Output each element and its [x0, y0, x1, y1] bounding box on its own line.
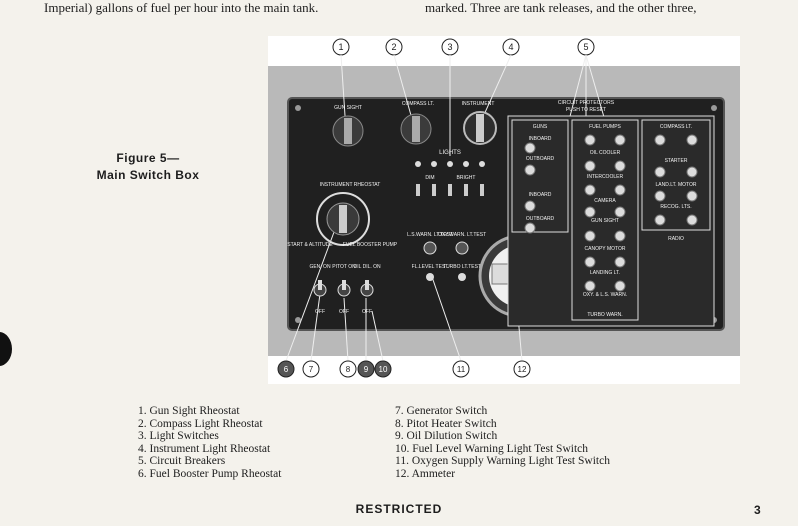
- callout-5: 5: [583, 42, 588, 52]
- legend-item: 11. Oxygen Supply Warning Light Test Swi…: [395, 455, 610, 467]
- label-dim: DIM: [425, 175, 434, 181]
- legend-item: 8. Pitot Heater Switch: [395, 417, 497, 430]
- label-intercooler: INTERCOOLER: [587, 174, 624, 180]
- legend-item: 5. Circuit Breakers: [138, 455, 226, 467]
- callout-9: 9: [364, 365, 369, 374]
- label-l-s-warn: L.S.WARN. LT.TEST: [407, 232, 453, 238]
- circuit-breaker-buttons: [524, 134, 698, 292]
- label-inboard: INBOARD: [529, 192, 552, 198]
- compass-light-rheostat: [400, 113, 432, 145]
- callout-3: 3: [447, 42, 452, 52]
- figure-number: Figure 5—: [116, 151, 180, 165]
- label-compass-lt: COMPASS LT.: [402, 101, 434, 107]
- label-gen-on: GEN. ON: [309, 264, 331, 270]
- label-fl-level: FL.LEVEL TEST: [412, 264, 449, 270]
- figure-caption: Figure 5— Main Switch Box: [88, 150, 208, 184]
- gun-sight-rheostat: [332, 115, 364, 147]
- label-inboard: INBOARD: [529, 136, 552, 142]
- label-land-lt-motor: LAND.LT. MOTOR: [656, 182, 697, 188]
- body-text-top-left: Imperial) gallons of fuel per hour into …: [44, 0, 319, 15]
- label-off: OFF: [315, 309, 325, 315]
- callout-7: 7: [309, 365, 314, 374]
- label-fuel-pumps: FUEL PUMPS: [589, 124, 621, 130]
- label-gun-sight: GUN SIGHT: [334, 105, 362, 111]
- legend-item: 6. Fuel Booster Pump Rheostat: [138, 467, 282, 480]
- label-turbo: TURBO LT.TEST: [443, 264, 481, 270]
- leader-lines: [285, 54, 607, 362]
- figure-title: Main Switch Box: [96, 168, 200, 182]
- callout-8: 8: [346, 365, 351, 374]
- screw: [295, 105, 301, 111]
- label-inst-rheostat: INSTRUMENT RHEOSTAT: [320, 182, 381, 188]
- label-canopy-motor: CANOPY MOTOR: [585, 246, 626, 252]
- callout-2: 2: [391, 42, 396, 52]
- callout-6: 6: [284, 365, 289, 374]
- body-text-top-right: marked. Three are tank releases, and the…: [425, 0, 697, 15]
- label-instrument: INSTRUMENT: [462, 101, 495, 107]
- binder-hole: [0, 332, 12, 366]
- legend-item: 12. Ammeter: [395, 467, 456, 480]
- label-circuit-protectors: CIRCUIT PROTECTORS: [558, 100, 615, 106]
- instrument-light-rheostat: [463, 111, 497, 145]
- legend-item: 4. Instrument Light Rheostat: [138, 442, 271, 455]
- callout-10: 10: [379, 365, 388, 374]
- label-oxy-warn-2: OXY. & L.S. WARN.: [583, 292, 627, 298]
- label-bright: BRIGHT: [457, 175, 476, 181]
- label-oil-cooler: OIL COOLER: [590, 150, 621, 156]
- legend-item: 3. Light Switches: [138, 430, 219, 442]
- callout-1: 1: [338, 42, 343, 52]
- label-gun-sight-2: GUN SIGHT: [591, 218, 619, 224]
- callouts-top: 1 2 3 4 5: [332, 38, 595, 56]
- legend-item: 10. Fuel Level Warning Light Test Switch: [395, 442, 589, 455]
- label-landing-lt: LANDING LT.: [590, 270, 620, 276]
- label-starter: STARTER: [665, 158, 688, 164]
- callout-12: 12: [518, 365, 527, 374]
- light-switches: [415, 161, 485, 196]
- label-pitot-on: PITOT ON: [332, 264, 356, 270]
- label-guns: GUNS: [533, 124, 548, 130]
- legend-item: 2. Compass Light Rheostat: [138, 417, 263, 430]
- label-outboard: OUTBOARD: [526, 216, 555, 222]
- label-push-to-reset: PUSH TO RESET: [566, 107, 606, 113]
- label-off: OFF: [362, 309, 372, 315]
- legend-item: 1. Gun Sight Rheostat: [138, 405, 240, 417]
- label-camera: CAMERA: [594, 198, 616, 204]
- label-oil-dil: OIL DIL. ON: [353, 264, 381, 270]
- legend-right: 7. Generator Switch 8. Pitot Heater Swit…: [395, 405, 610, 480]
- callout-11: 11: [457, 365, 466, 374]
- label-start-altitude: START & ALTITUDE: [287, 242, 333, 248]
- callouts-bottom: 6 7 8 9 10 11 12: [277, 360, 531, 378]
- legend-item: 9. Oil Dilution Switch: [395, 430, 498, 442]
- label-oxy-warn: OXY.WARN. LT.TEST: [438, 232, 486, 238]
- warning-light-test-switches: [423, 241, 469, 281]
- legend-item: 7. Generator Switch: [395, 405, 488, 417]
- screw: [295, 317, 301, 323]
- label-lights: LIGHTS: [439, 150, 461, 156]
- label-fuel-booster: FUEL BOOSTER PUMP: [343, 242, 398, 248]
- fuel-booster-pump-rheostat: [316, 192, 370, 246]
- callout-4: 4: [508, 42, 513, 52]
- switch-box-photo: 1 2 3 4 5: [268, 36, 740, 384]
- label-radio: RADIO: [668, 236, 684, 242]
- circuit-breaker-panel: [507, 115, 715, 327]
- label-compass-lt-2: COMPASS LT.: [660, 124, 692, 130]
- legend-left: 1. Gun Sight Rheostat 2. Compass Light R…: [138, 405, 281, 480]
- label-outboard: OUTBOARD: [526, 156, 555, 162]
- page-number: 3: [754, 503, 761, 517]
- toggle-switches: [313, 280, 374, 297]
- label-recog-lts: RECOG. LTS.: [660, 204, 691, 210]
- label-turbo-warn: TURBO WARN.: [587, 312, 622, 318]
- label-off: OFF: [339, 309, 349, 315]
- classification-label: RESTRICTED: [355, 502, 443, 516]
- screw: [711, 105, 717, 111]
